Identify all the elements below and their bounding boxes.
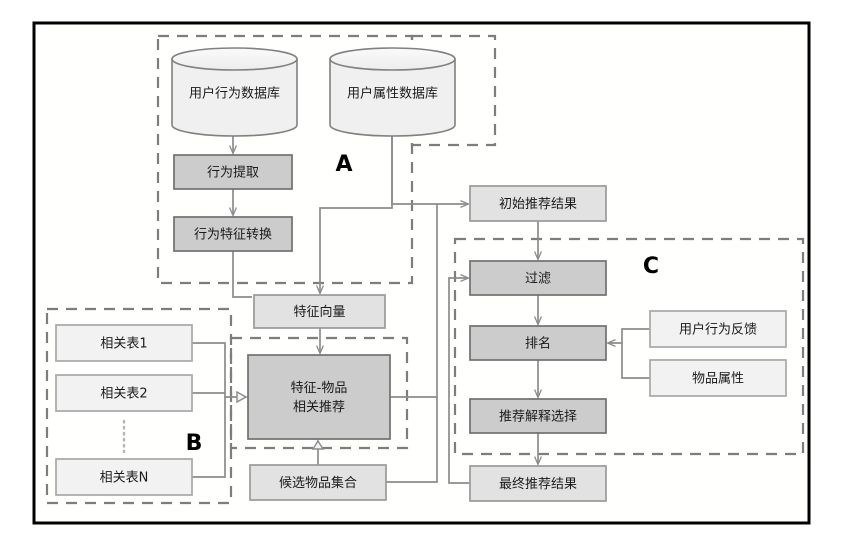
node-label: 相关表1: [100, 337, 147, 352]
node-box[interactable]: [469, 260, 607, 296]
arrowhead-tables-to-recommend-head: [236, 390, 248, 404]
connector-lines: [122, 136, 650, 484]
node-relation-table-n[interactable]: 相关表N: [55, 458, 193, 496]
node-initial-recommendation[interactable]: 初始推荐结果: [469, 185, 607, 222]
node-final-recommendation[interactable]: 最终推荐结果: [469, 465, 607, 502]
node-feature-vector[interactable]: 特征向量: [253, 294, 386, 329]
node-box[interactable]: [469, 325, 607, 361]
node-label: 行为提取: [207, 165, 259, 181]
cylinder-body: [171, 58, 298, 137]
connector-candidate-to-right: [386, 397, 438, 483]
node-box[interactable]: [249, 464, 387, 501]
group-boundary-c: [453, 237, 805, 456]
database-user-attribute-db: 用户属性数据库: [329, 47, 456, 137]
connector-transform-to-featurevector: [232, 251, 252, 298]
node-label: 过滤: [525, 272, 551, 287]
node-item-attribute[interactable]: 物品属性: [649, 359, 787, 397]
node-label: 特征-物品: [291, 381, 348, 396]
node-label: 初始推荐结果: [499, 197, 577, 212]
group-boundary-center: [229, 336, 409, 450]
node-box[interactable]: [55, 374, 193, 412]
node-ranking[interactable]: 排名: [469, 325, 607, 361]
node-label: 相关表2: [100, 387, 147, 402]
node-label: 候选物品集合: [279, 475, 357, 491]
node-label: 物品属性: [692, 372, 744, 387]
database-user-behavior-db: 用户行为数据库: [171, 47, 298, 137]
node-recommendation-explanation[interactable]: 推荐解释选择: [469, 398, 607, 434]
node-filter[interactable]: 过滤: [469, 260, 607, 296]
node-behavior-feature-transform[interactable]: 行为特征转换: [173, 216, 293, 252]
node-box[interactable]: [469, 465, 607, 502]
node-label: 特征向量: [293, 304, 345, 320]
connector-feedback-to-ranking: [608, 328, 650, 343]
node-box[interactable]: [649, 359, 787, 397]
group-labels: A B C: [186, 152, 659, 456]
cylinder-body: [329, 58, 456, 137]
node-label: 用户行为反馈: [679, 322, 757, 338]
node-relation-table-2[interactable]: 相关表2: [55, 374, 193, 412]
database-label: 用户行为数据库: [189, 86, 280, 102]
node-behavior-extraction[interactable]: 行为提取: [173, 154, 293, 190]
database-cylinders: 用户行为数据库 用户属性数据库: [171, 47, 456, 137]
cylinder-top: [329, 47, 456, 71]
arrowhead-candidate-to-recommend-head: [311, 439, 325, 450]
connector-final-feedback-to-filter: [448, 278, 470, 484]
group-boundary-a: [156, 34, 414, 285]
connector-tables-to-recommend: [192, 342, 246, 397]
node-box[interactable]: [173, 216, 293, 252]
connector-attribute-to-ranking: [621, 343, 650, 379]
node-label: 最终推荐结果: [499, 476, 577, 492]
node-label: 相关推荐: [293, 400, 345, 415]
node-label: 排名: [525, 336, 551, 352]
node-box[interactable]: [247, 354, 391, 440]
connector-tablen-to-bus: [192, 397, 226, 478]
group-label-b: B: [186, 431, 203, 456]
connector-attrdb-to-initial: [391, 136, 437, 205]
node-box[interactable]: [253, 294, 386, 329]
node-box[interactable]: [469, 185, 607, 222]
database-label: 用户属性数据库: [347, 86, 438, 102]
node-candidate-item-set[interactable]: 候选物品集合: [249, 464, 387, 501]
cylinder-top: [171, 47, 298, 71]
node-user-behavior-feedback[interactable]: 用户行为反馈: [649, 310, 787, 348]
node-label: 推荐解释选择: [499, 410, 577, 425]
node-relation-table-1[interactable]: 相关表1: [55, 324, 193, 362]
node-box[interactable]: [469, 398, 607, 434]
node-label: 行为特征转换: [194, 228, 272, 243]
node-box[interactable]: [55, 458, 193, 496]
group-label-a: A: [335, 152, 352, 177]
node-box[interactable]: [649, 310, 787, 348]
group-label-c: C: [643, 254, 659, 279]
node-box[interactable]: [173, 154, 293, 190]
node-label: 相关表N: [100, 471, 149, 486]
node-box[interactable]: [55, 324, 193, 362]
